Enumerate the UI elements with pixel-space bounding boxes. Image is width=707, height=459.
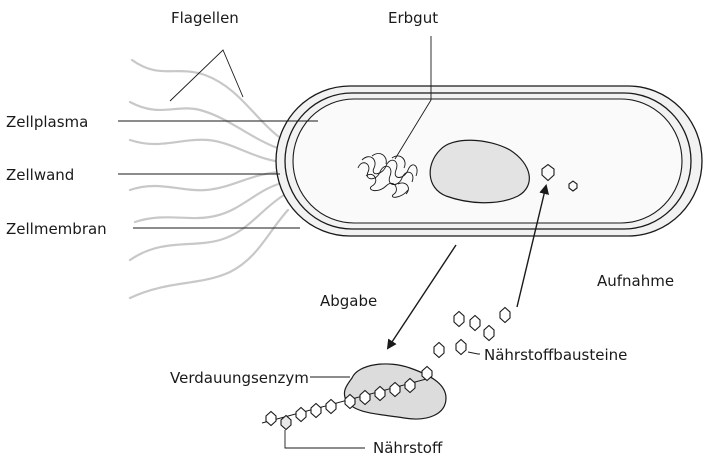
hexagon-icon [454,312,464,327]
hexagon-icon [456,340,466,355]
label-verdauungsenzym: Verdauungsenzym [170,369,309,387]
flagellum-3 [130,140,281,162]
label-zellmembran: Zellmembran [6,220,107,238]
label-abgabe: Abgabe [320,292,377,310]
flagellum-6 [130,195,284,260]
hexagon-icon [470,316,480,331]
flagella [130,60,288,298]
flagellum-7 [130,210,288,298]
label-naehrstoff: Nährstoff [373,439,443,457]
hexagon-icon [500,308,510,323]
label-aufnahme: Aufnahme [597,272,674,290]
hexagon-icon [266,412,276,426]
label-zellplasma: Zellplasma [6,113,88,131]
label-erbgut: Erbgut [388,9,438,27]
label-flagellen: Flagellen [171,9,239,27]
label-zellwand: Zellwand [6,166,74,184]
flagellum-4 [130,172,280,190]
label-naehrstoffbausteine: Nährstoffbausteine [484,346,627,364]
hexagon-icon [484,326,494,341]
hexagon-icon [296,408,306,422]
abgabe-arrow [388,245,456,348]
hexagon-icon [311,404,321,418]
hexagon-icon [326,400,336,414]
hexagon-icon [434,343,444,358]
flagellum-2 [130,102,283,150]
flagellum-1 [132,60,283,140]
